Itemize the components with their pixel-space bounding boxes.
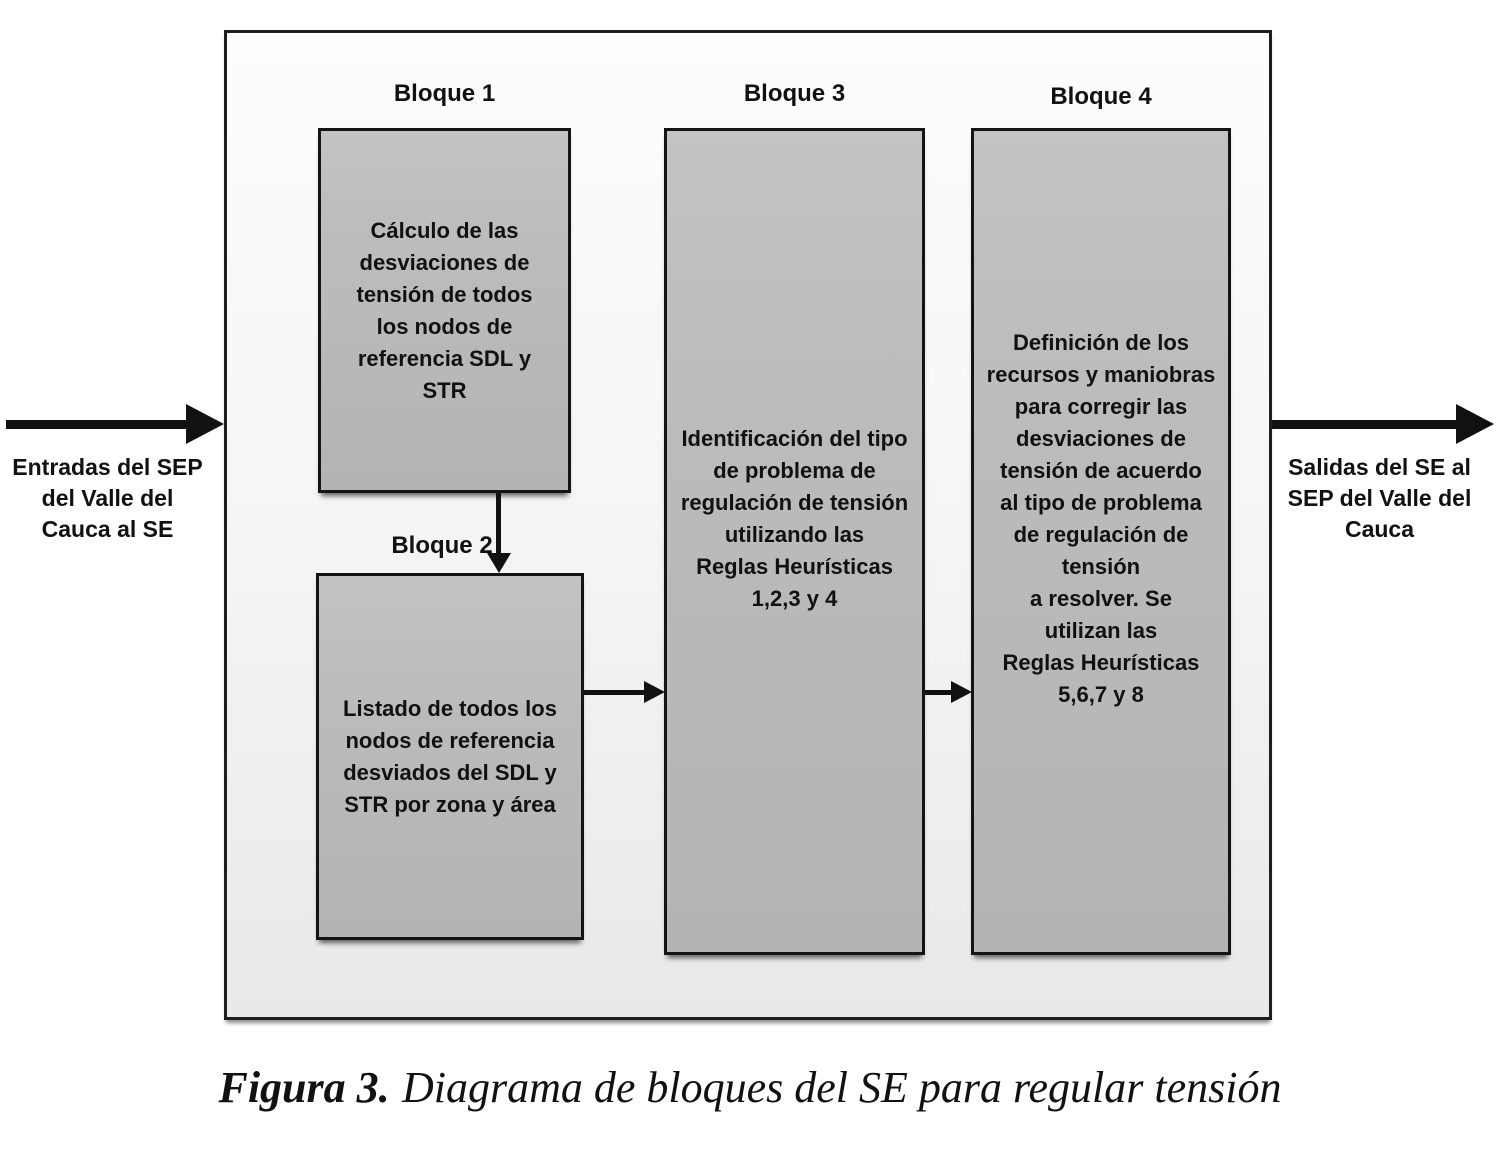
figure-caption-label: Figura 3. [218,1063,390,1112]
arrow-right-icon [644,681,665,703]
arrow-bloque1-to-bloque2-line [496,493,501,555]
arrow-down-icon [487,553,511,573]
block-title-bloque-3: Bloque 3 [743,80,846,107]
block-bloque-3: Identificación del tipo de problema de r… [664,128,925,955]
figure-caption: Figura 3.Diagrama de bloques del SE para… [0,1062,1500,1113]
block-bloque-4-text: Definición de los recursos y maniobras p… [986,329,1216,707]
block-bloque-1-text: Cálculo de las desviaciones de tensión d… [356,217,533,403]
block-bloque-3-text: Identificación del tipo de problema de r… [680,425,909,611]
figure-caption-text: Diagrama de bloques del SE para regular … [401,1063,1282,1112]
block-bloque-1: Cálculo de las desviaciones de tensión d… [318,128,571,493]
arrow-right-icon [1456,404,1494,444]
input-label: Entradas del SEP del Valle del Cauca al … [12,454,203,542]
output-label: Salidas del SE al SEP del Valle del Cauc… [1287,454,1472,542]
arrow-right-icon [951,681,972,703]
block-bloque-2: Listado de todos los nodos de referencia… [316,573,584,940]
arrow-right-icon [186,404,224,444]
block-bloque-2-text: Listado de todos los nodos de referencia… [343,695,557,817]
arrow-bloque2-to-bloque3-line [584,690,644,695]
arrow-bloque3-to-bloque4-line [925,690,951,695]
output-arrow-line [1272,420,1456,429]
input-arrow-line [6,420,186,429]
block-title-bloque-1: Bloque 1 [393,80,496,107]
block-title-bloque-4: Bloque 4 [1050,83,1152,110]
block-bloque-4: Definición de los recursos y maniobras p… [971,128,1231,955]
block-title-bloque-2: Bloque 2 [391,532,493,559]
